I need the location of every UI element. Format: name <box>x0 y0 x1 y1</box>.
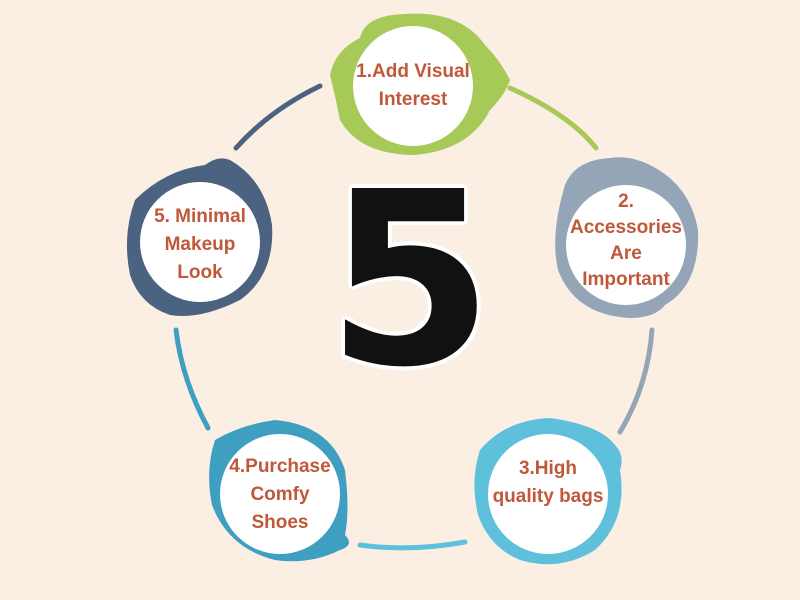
step-1-label: 1.Add Visual Interest <box>356 61 470 110</box>
step-4-node <box>209 420 349 562</box>
arc-2-3 <box>617 327 655 435</box>
arc-5-1 <box>233 83 323 151</box>
step-2-node <box>555 157 699 318</box>
step-5-node <box>126 158 273 316</box>
step-3-label: 3.High quality bags <box>492 458 604 507</box>
step-5-label: 5. Minimal Makeup Look <box>154 206 246 283</box>
step-1-node <box>330 13 510 156</box>
step-2-label: 2. Accessories Are Important <box>570 191 682 290</box>
step-4-label: 4.Purchase Comfy Shoes <box>229 456 331 533</box>
arc-3-4 <box>357 539 468 551</box>
arc-4-5 <box>173 327 211 431</box>
arc-1-2 <box>507 85 599 151</box>
center-number: 5 <box>326 140 494 420</box>
step-3-node <box>474 418 622 565</box>
